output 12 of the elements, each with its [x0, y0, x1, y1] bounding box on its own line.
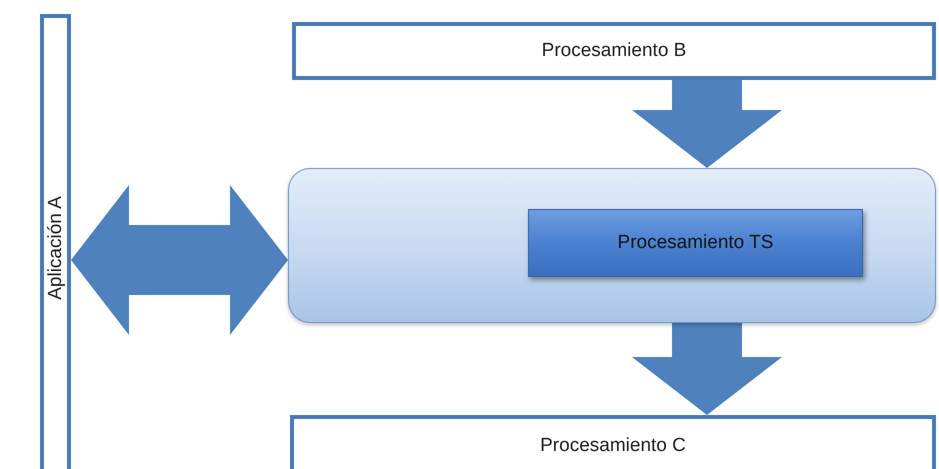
system-container: [288, 168, 936, 323]
box-label: Aplicación A: [44, 196, 66, 300]
process-box: [528, 209, 863, 277]
block-arrow: [632, 80, 782, 168]
process-box: [292, 22, 936, 80]
block-arrow: [71, 185, 288, 335]
box-label: Procesamiento TS: [618, 232, 774, 254]
block-arrow: [632, 323, 782, 415]
box-label: Procesamiento B: [542, 40, 686, 62]
application-box: [40, 14, 71, 469]
process-box: [290, 415, 936, 469]
box-label: Procesamiento C: [540, 435, 686, 457]
